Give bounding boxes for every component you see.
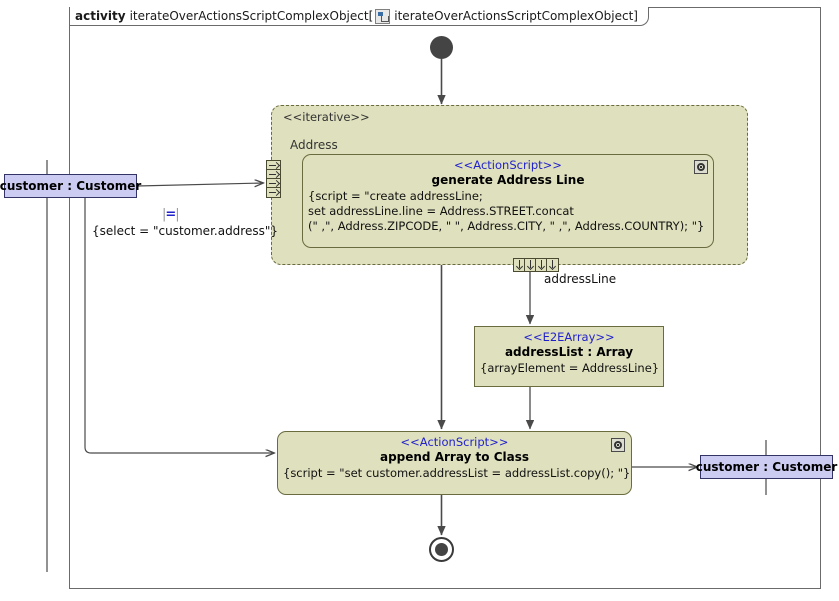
gear-icon[interactable]: [694, 160, 708, 174]
expansion-pin: [267, 188, 280, 197]
equals-sign: =: [165, 207, 176, 222]
node-stereotype: <<ActionScript>>: [454, 158, 562, 172]
expansion-pin: [267, 170, 280, 179]
activity-inner-name: iterateOverActionsScriptComplexObject: [394, 9, 634, 23]
object-label: customer : Customer: [695, 460, 838, 474]
expansion-output-pins[interactable]: [513, 258, 559, 272]
bracket-open: [: [368, 9, 374, 23]
object-label: customer : Customer: [0, 179, 142, 193]
activity-diagram-icon: [375, 9, 391, 24]
expansion-pin: [267, 161, 280, 170]
node-title: append Array to Class: [379, 450, 530, 464]
node-body-line-3: (" ,", Address.ZIPCODE, " ", Address.CIT…: [308, 219, 705, 233]
activity-name: iterateOverActionsScriptComplexObject: [129, 9, 369, 23]
node-stereotype: <<ActionScript>>: [400, 435, 509, 449]
expansion-pin: [514, 259, 525, 271]
initial-node[interactable]: [430, 36, 453, 59]
object-node-customer-input[interactable]: customer : Customer: [0, 174, 141, 198]
region-name: Address: [290, 138, 338, 152]
expansion-pin: [267, 179, 280, 188]
object-node-address-list[interactable]: <<E2EArray>> addressList : Array {arrayE…: [474, 326, 664, 387]
expansion-pin: [536, 259, 547, 271]
node-body: {script = "set customer.addressList = ad…: [283, 466, 631, 480]
expansion-pin: [547, 259, 558, 271]
node-title: generate Address Line: [431, 173, 585, 187]
node-title: addressList : Array: [504, 345, 634, 359]
gear-icon[interactable]: [611, 438, 625, 452]
object-node-customer-output[interactable]: customer : Customer: [696, 455, 837, 479]
action-node-generate-address-line[interactable]: <<ActionScript>> generate Address Line {…: [302, 154, 714, 248]
activity-keyword: activity: [75, 9, 126, 23]
node-body-line-2: set addressLine.line = Address.STREET.co…: [308, 204, 574, 218]
node-body: {arrayElement = AddressLine}: [480, 361, 660, 375]
bar-right: |: [175, 207, 180, 222]
node-stereotype: <<E2EArray>>: [523, 330, 615, 344]
select-constraint-text: {select = "customer.address"}: [92, 224, 279, 238]
select-equals-symbol: |=|: [162, 207, 180, 222]
action-node-append-array-to-class[interactable]: <<ActionScript>> append Array to Class {…: [277, 431, 632, 495]
activity-frame-title: activity iterateOverActionsScriptComplex…: [70, 7, 649, 26]
expansion-input-pins[interactable]: [266, 160, 281, 198]
region-stereotype: <<iterative>>: [283, 110, 370, 124]
addressline-pin-label: addressLine: [544, 272, 617, 286]
node-body-line-1: {script = "create addressLine;: [308, 189, 483, 203]
bracket-close: ]: [633, 9, 638, 23]
activity-final-node[interactable]: [429, 537, 454, 562]
activity-frame: [69, 7, 821, 589]
bar-left: |: [162, 207, 167, 222]
expansion-pin: [525, 259, 536, 271]
